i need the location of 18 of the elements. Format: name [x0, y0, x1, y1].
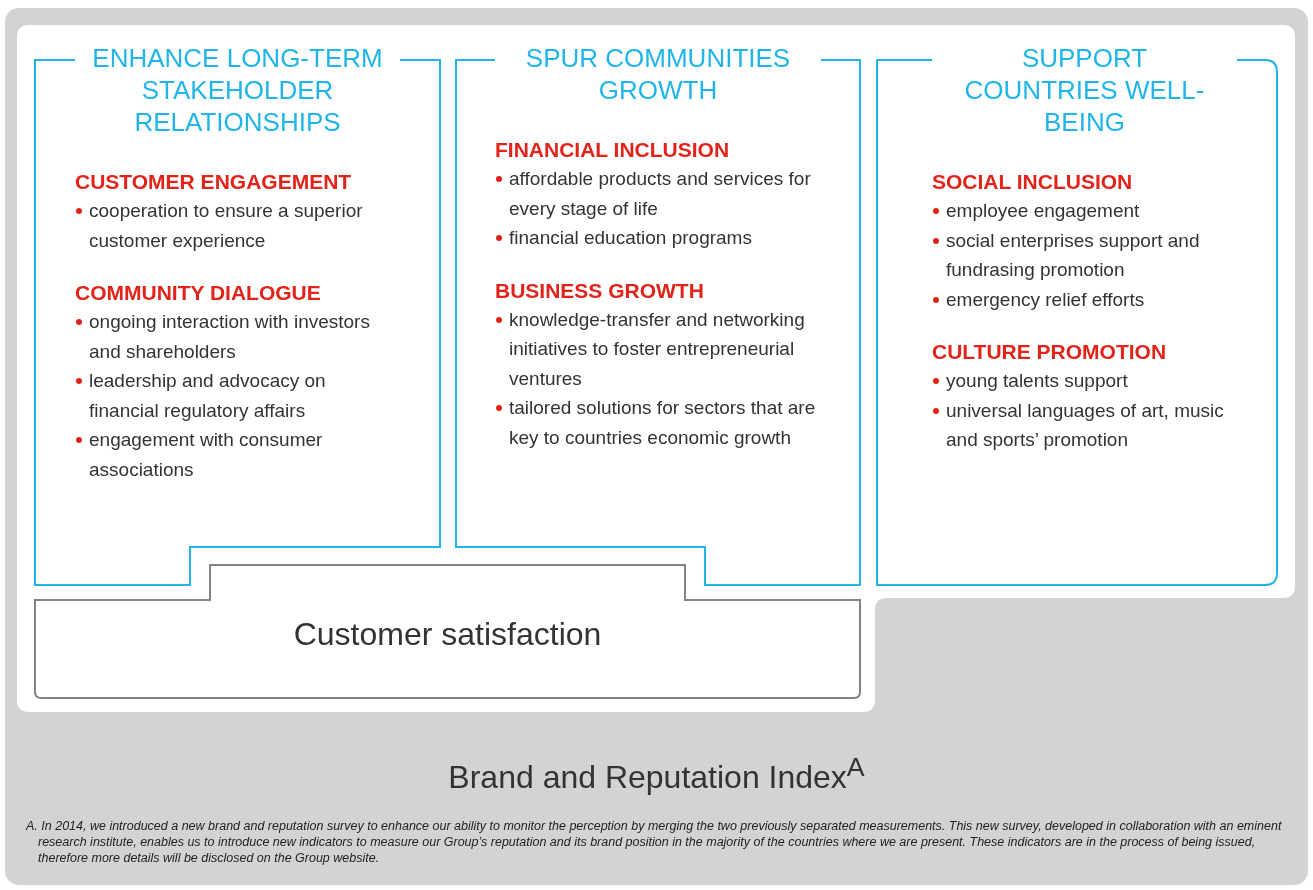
section-heading: COMMUNITY DIALOGUE [75, 280, 322, 306]
section-heading: SOCIAL INCLUSION [932, 169, 1134, 195]
bullet-text: young talents support [946, 370, 1128, 391]
section-heading: FINANCIAL INCLUSION [495, 137, 731, 163]
index-label: Customer satisfaction [292, 615, 603, 653]
bullet-text: employee engagement [946, 200, 1140, 221]
section-heading: BUSINESS GROWTH [495, 277, 705, 304]
bullet-text: universal languages of art, music and sports’ promotion [946, 399, 1224, 450]
bullet-text: emergency relief efforts [946, 288, 1145, 310]
bullet-text: financial education programs [509, 227, 752, 248]
footnote: A. In 2014, we introduced a new brand and reputation survey to enhance our ability to monitor the perception by merging the two previously separated measurements. This new survey, developed in collaboration with an eminent research institute, enables us to introduce new indicators to measure our Group’s reputation and its brand position in the majority of the countries where we are present. These indicators are in the process of being issued, therefore more details will be disclosed on the Group website. [26, 818, 1283, 866]
section-heading: CULTURE PROMOTION [932, 339, 1168, 365]
bullet-text: engagement with consumer associations [89, 429, 323, 480]
bullet-text: cooperation to ensure a superior customer experience [89, 200, 363, 251]
bullet-text: tailored solutions for sectors that are key to countries economic growth [509, 397, 816, 448]
panel-title: Brand and Reputation Index$^{A}$ [448, 758, 865, 795]
section-heading: CUSTOMER ENGAGEMENT [75, 169, 353, 195]
outer-panel [5, 8, 1308, 885]
